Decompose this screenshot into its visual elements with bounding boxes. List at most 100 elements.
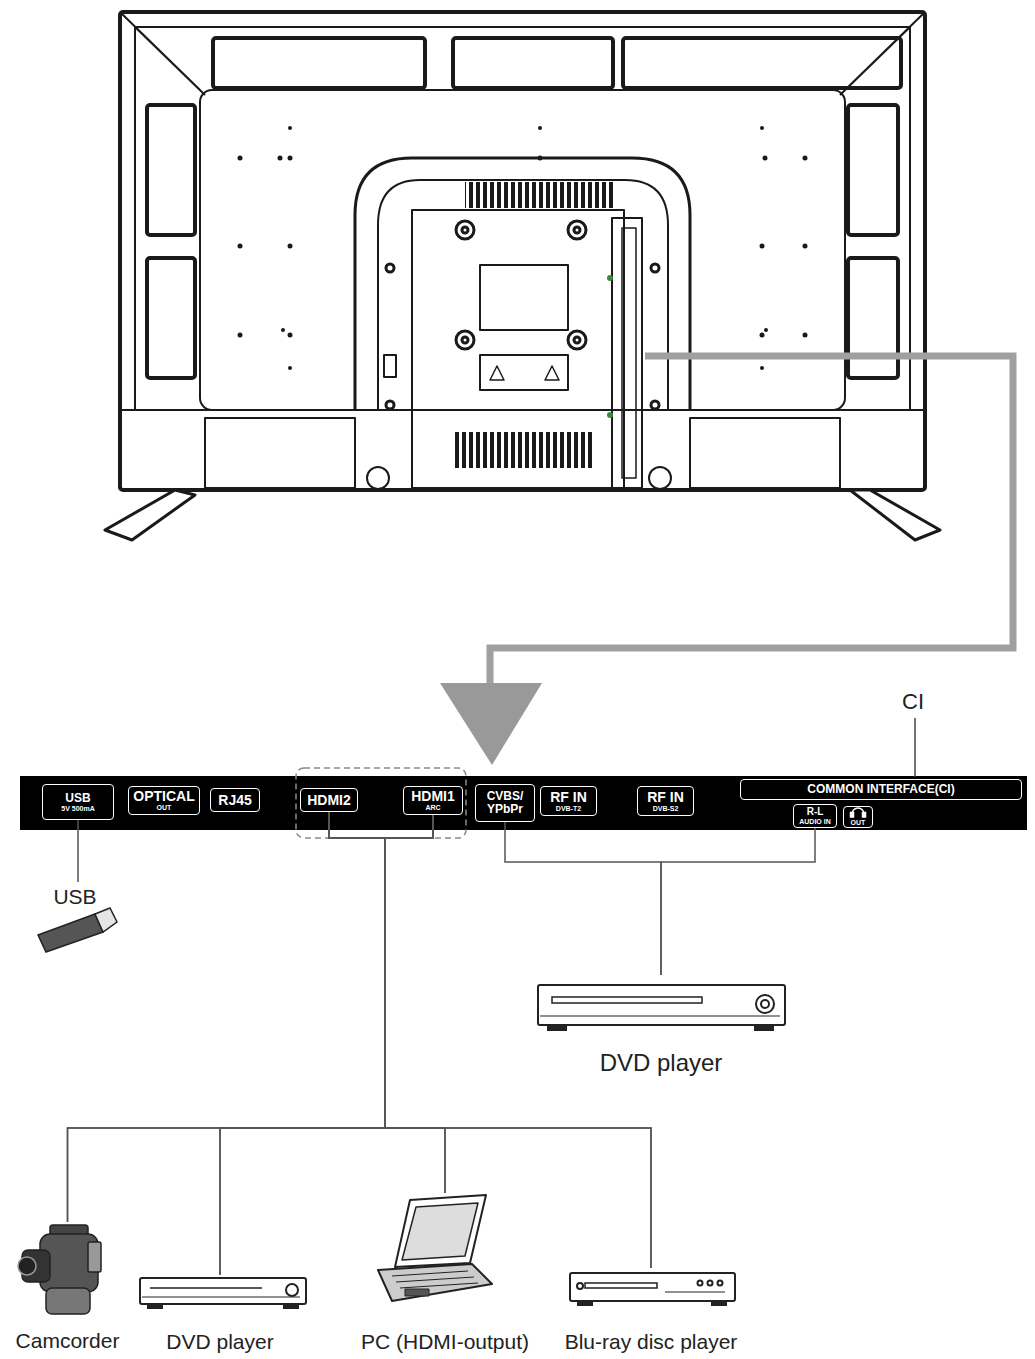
connector-line bbox=[220, 812, 385, 1275]
blu-ray-player-icon bbox=[712, 1301, 726, 1305]
blu-ray-player-icon bbox=[577, 1283, 583, 1289]
tv-back bbox=[452, 432, 592, 468]
hdmi-port: HDMI2 bbox=[300, 788, 358, 812]
port-label: RF IN bbox=[647, 790, 684, 805]
port-sublabel: DVB-S2 bbox=[653, 805, 679, 812]
tv-back bbox=[453, 38, 613, 88]
leader-line bbox=[915, 718, 916, 777]
tv-dots bbox=[288, 366, 292, 370]
usb-stick-icon bbox=[38, 914, 103, 952]
tv-dots bbox=[760, 244, 765, 249]
tv-back bbox=[612, 218, 642, 488]
ci-slot: COMMON INTERFACE(CI) bbox=[740, 779, 1022, 800]
port-sublabel: ARC bbox=[425, 804, 440, 811]
blu-ray-player-icon bbox=[585, 1283, 657, 1288]
tv-back bbox=[651, 401, 659, 409]
port-label: OUT bbox=[851, 819, 866, 826]
usb-stick-icon bbox=[95, 908, 117, 932]
tv-dots bbox=[238, 244, 243, 249]
blu-ray-player-icon bbox=[570, 1273, 735, 1301]
tv-dots bbox=[803, 333, 808, 338]
tv-dots bbox=[281, 328, 285, 332]
camcorder-icon bbox=[18, 1225, 101, 1314]
dvd-player-icon bbox=[140, 1278, 306, 1308]
dvd-player-icon bbox=[148, 1304, 162, 1308]
tv-back bbox=[200, 90, 845, 410]
tv-back bbox=[120, 409, 925, 411]
tv-back bbox=[120, 12, 925, 490]
port-sublabel: AUDIO IN bbox=[799, 818, 831, 825]
port-label: PC (HDMI-output) bbox=[361, 1331, 529, 1353]
tv-dots bbox=[607, 275, 613, 281]
tv-dots bbox=[760, 333, 765, 338]
connector-line bbox=[77, 820, 79, 882]
tv-dots bbox=[764, 328, 768, 332]
port-label: COMMON INTERFACE(CI) bbox=[807, 783, 954, 796]
tv-dots bbox=[760, 126, 764, 130]
callout-label: CI bbox=[902, 690, 924, 714]
headphone-symbol bbox=[851, 808, 866, 817]
camcorder-icon bbox=[18, 1257, 36, 1275]
usb-port: USB5V 500mA bbox=[42, 784, 114, 820]
port-sublabel: 5V 500mA bbox=[61, 805, 94, 812]
tv-dots bbox=[288, 333, 293, 338]
dvd-player-icon bbox=[548, 1025, 566, 1030]
usb-stick: USB bbox=[30, 882, 120, 957]
headphone-symbol bbox=[863, 813, 866, 818]
audio-in-port: R-LAUDIO IN bbox=[793, 804, 837, 828]
tv-dots bbox=[538, 126, 542, 130]
headphone-symbol bbox=[851, 813, 854, 818]
tv-back bbox=[690, 418, 840, 488]
pointer-arrow bbox=[440, 356, 1013, 765]
connector-line bbox=[329, 812, 445, 1193]
laptop-icon bbox=[378, 1195, 492, 1301]
dvd-player-icon bbox=[552, 997, 702, 1003]
tv-stand bbox=[105, 490, 195, 540]
headphone-port: OUT bbox=[843, 806, 873, 828]
tv-back bbox=[568, 221, 586, 239]
camcorder-icon bbox=[46, 1288, 90, 1314]
pointer-arrow bbox=[440, 683, 542, 765]
port-label: DVD player bbox=[600, 1050, 723, 1075]
laptop-icon bbox=[395, 1195, 486, 1267]
tv-back bbox=[213, 38, 425, 88]
tv-dots bbox=[238, 156, 243, 161]
hdmi-port: HDMI1ARC bbox=[403, 786, 463, 815]
tv-back bbox=[456, 221, 474, 239]
port-label: DVD player bbox=[166, 1331, 273, 1353]
tv-back bbox=[480, 265, 568, 330]
tv-stand bbox=[105, 490, 940, 540]
port-label: R-L bbox=[807, 807, 824, 818]
dvd-player-icon bbox=[540, 1016, 780, 1017]
pointer-arrow bbox=[490, 356, 1013, 686]
tv-dots bbox=[288, 156, 293, 161]
dvd-player-icon bbox=[755, 1025, 773, 1030]
satellite-port: RF INDVB-S2 bbox=[637, 786, 694, 816]
tv-back bbox=[622, 228, 636, 478]
port-label: HDMI2 bbox=[307, 793, 351, 808]
av-port: CVBS/ YPbPr bbox=[475, 784, 535, 822]
connector-line bbox=[385, 815, 445, 1194]
tv-dots bbox=[803, 244, 808, 249]
tv-dots bbox=[238, 126, 808, 418]
connector-line bbox=[329, 812, 651, 1268]
port-label: OPTICAL bbox=[133, 789, 194, 804]
port-label: USB bbox=[65, 792, 90, 805]
dvd-player-icon bbox=[761, 1000, 769, 1008]
tv-stand bbox=[850, 490, 940, 540]
blu-ray-player-icon bbox=[578, 1301, 592, 1305]
pc: PC (HDMI-output) bbox=[330, 1193, 560, 1353]
tv-back bbox=[848, 258, 898, 378]
tv-back bbox=[120, 12, 925, 490]
port-sublabel: DVB-T2 bbox=[556, 805, 581, 812]
tv-back bbox=[205, 418, 355, 488]
blu-ray-player: Blu-ray disc player bbox=[546, 1268, 756, 1353]
port-label: Camcorder bbox=[16, 1330, 120, 1352]
antenna-port: RF INDVB-T2 bbox=[540, 786, 597, 816]
laptop-icon bbox=[392, 1271, 478, 1288]
connector-line bbox=[68, 815, 434, 1223]
dvd-player-icon bbox=[150, 1287, 262, 1289]
usb-stick-icon bbox=[38, 908, 117, 952]
